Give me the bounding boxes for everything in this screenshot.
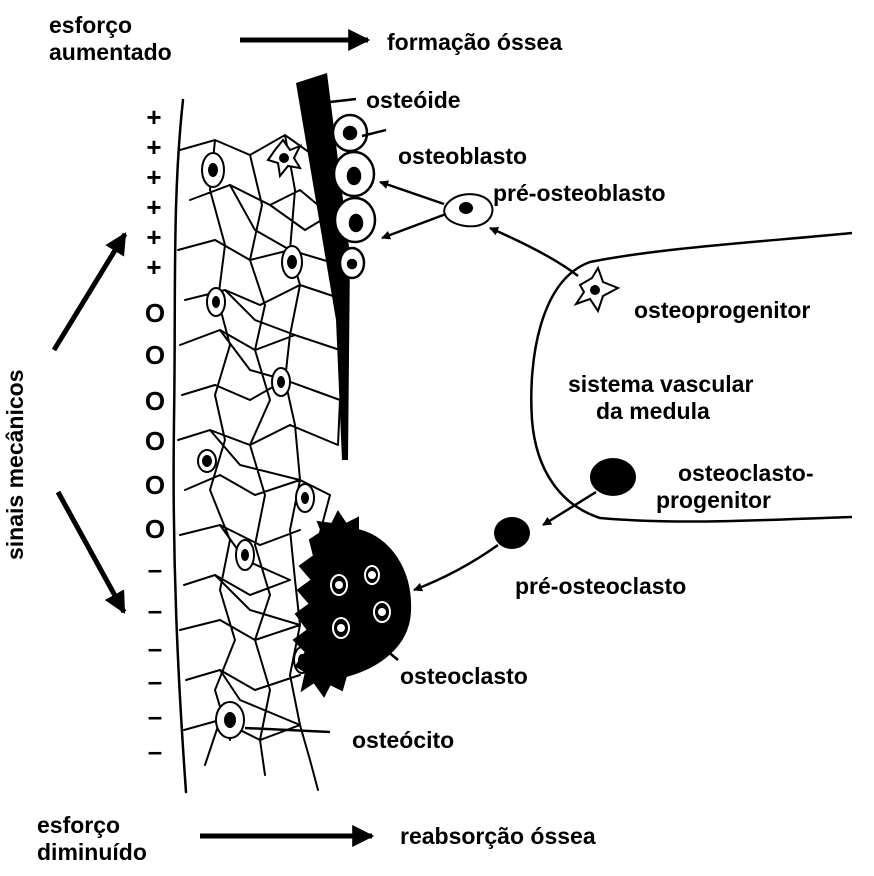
signal-marker-zero: O: [143, 472, 167, 498]
osteocyte-cell: [296, 484, 314, 512]
signal-marker-zero: O: [143, 388, 167, 414]
osteocyte-cell: [268, 140, 300, 176]
osteocyte-cell: [207, 288, 225, 316]
signal-marker-minus: –: [143, 597, 167, 623]
osteoblast-cell: [333, 115, 367, 151]
pre-osteoclasto-label: pré-osteoclasto: [515, 573, 686, 600]
osteocito-pointer: [245, 728, 330, 732]
osteocito-label: osteócito: [352, 727, 454, 754]
pre-osteoblasto-label: pré-osteoblasto: [493, 180, 666, 207]
osteoide-label: osteóide: [366, 87, 461, 114]
osteocyte-cell: [272, 368, 290, 396]
pre-osteoclast-to-osteoclast-arrow: [414, 545, 498, 590]
signal-marker-minus: –: [143, 635, 167, 661]
esforco-aumentado-line-1: esforço: [49, 12, 172, 39]
esforco-diminuido-label: esforço diminuído: [37, 812, 147, 866]
osteoclast-cell: [294, 512, 410, 696]
signal-marker-zero: O: [143, 428, 167, 454]
osteoblast-cell: [335, 198, 375, 242]
osteocyte-cell: [216, 702, 244, 738]
signal-marker-plus: +: [142, 164, 166, 190]
sistema-vascular-line-2: da medula: [568, 398, 753, 425]
sinais-mecanicos-label: sinais mecânicos: [2, 370, 29, 561]
osteoblasto-label: osteoblasto: [398, 143, 527, 170]
osteoblast-cell: [340, 248, 364, 278]
signal-marker-plus: +: [142, 194, 166, 220]
osteoide-pointer: [330, 99, 356, 102]
osteoclasto-progenitor-line-2: progenitor: [656, 487, 813, 514]
signal-marker-minus: –: [143, 668, 167, 694]
pre-osteoblast-cell: [444, 194, 492, 226]
signal-marker-plus: +: [142, 254, 166, 280]
osteocyte-cell: [282, 246, 302, 278]
osteoclasto-progenitor-label: osteoclasto- progenitor: [656, 460, 813, 514]
osteocyte-cell: [236, 540, 254, 570]
osteoprogenitor-label: osteoprogenitor: [634, 297, 810, 324]
signal-marker-plus: +: [142, 134, 166, 160]
esforco-diminuido-line-2: diminuído: [37, 839, 147, 866]
signal-marker-minus: –: [143, 703, 167, 729]
signal-down-arrow: [58, 492, 124, 612]
pre-osteoclast-cell: [494, 517, 530, 549]
progenitor-to-pre-osteoclast-arrow: [543, 492, 596, 525]
osteocyte-cell: [198, 450, 216, 472]
osteoclasto-progenitor-line-1: osteoclasto-: [656, 460, 813, 487]
pre-osteoblast-to-osteoblast-arrow-1: [380, 182, 444, 204]
reabsorcao-ossea-label: reabsorção óssea: [400, 823, 596, 850]
pre-osteoblast-to-osteoblast-arrow-2: [382, 214, 446, 238]
esforco-aumentado-line-2: aumentado: [49, 39, 172, 66]
signal-marker-zero: O: [143, 300, 167, 326]
esforco-aumentado-label: esforço aumentado: [49, 12, 172, 66]
lineage-connections: [380, 182, 596, 590]
esforco-diminuido-line-1: esforço: [37, 812, 147, 839]
signal-marker-zero: O: [143, 342, 167, 368]
osteoclasto-label: osteoclasto: [400, 663, 528, 690]
osteoblast-cell: [334, 152, 374, 196]
signal-marker-plus: +: [142, 224, 166, 250]
signal-up-arrow: [54, 234, 125, 350]
signal-marker-minus: –: [143, 556, 167, 582]
signal-marker-plus: +: [142, 104, 166, 130]
bone-outer-edge: [174, 100, 186, 792]
signal-marker-minus: –: [143, 738, 167, 764]
osteoprogenitor-to-pre-osteoblast-arrow: [490, 228, 578, 276]
osteocyte-cell: [202, 153, 224, 187]
sistema-vascular-label: sistema vascular da medula: [568, 371, 753, 425]
osteoclast-progenitor-cell: [590, 458, 636, 496]
osteoprogenitor-cell: [576, 268, 618, 311]
sistema-vascular-line-1: sistema vascular: [568, 371, 753, 398]
formacao-ossea-label: formação óssea: [387, 29, 562, 56]
signal-marker-zero: O: [143, 516, 167, 542]
